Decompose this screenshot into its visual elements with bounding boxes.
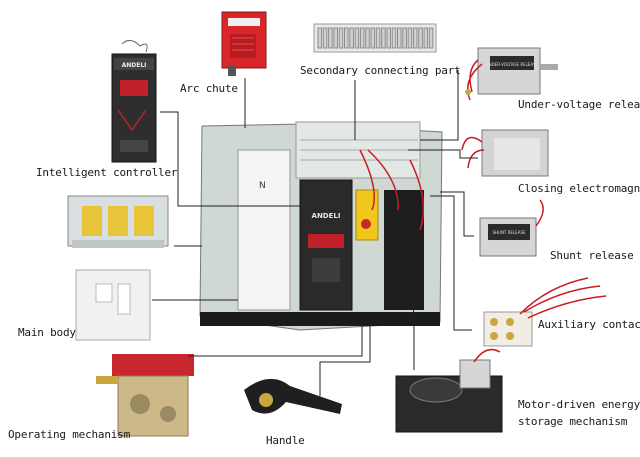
label-secondary-connecting-part: Secondary connecting part	[300, 64, 461, 77]
label-operating-mechanism: Operating mechanism	[8, 428, 131, 441]
leader-intelligent	[160, 111, 300, 207]
label-arc-chute: Arc chute	[180, 82, 238, 95]
svg-text:ANDELI: ANDELI	[312, 212, 341, 220]
leader-lines	[152, 70, 478, 396]
terminal-slot	[375, 27, 381, 49]
leader-operating	[188, 320, 363, 357]
terminal-slot	[412, 27, 418, 49]
terminal-slot	[423, 27, 429, 49]
terminal-slot	[322, 27, 328, 49]
label-under-voltage-release: Under-voltage release	[518, 98, 640, 111]
secondary-connecting-part	[313, 23, 437, 53]
motor-mechanism-part	[395, 348, 503, 433]
terminal-slot	[381, 27, 386, 49]
leader-motor	[411, 249, 415, 370]
label-main-body: Main body	[18, 326, 76, 339]
label-shunt-release: Shunt release	[550, 249, 634, 262]
label-auxiliary-contact: Auxiliary contact	[538, 318, 640, 331]
front-cover-plate	[75, 269, 151, 341]
svg-text:ANDELI: ANDELI	[122, 62, 147, 69]
auxiliary-contact-part	[483, 277, 607, 347]
svg-text:SHUNT RELEASE: SHUNT RELEASE	[492, 230, 526, 235]
terminal-slot	[391, 27, 397, 49]
terminal-slot	[333, 27, 338, 49]
terminal-slot	[365, 27, 370, 49]
terminal-slot	[317, 27, 323, 49]
terminal-slot	[349, 27, 354, 49]
terminal-slot	[418, 27, 423, 49]
mechanism-frame-part	[67, 195, 169, 248]
closing-electromagnet-part	[461, 129, 549, 177]
terminal-slot	[338, 27, 344, 49]
svg-text:UNDER-VOLTAGE RELEASE: UNDER-VOLTAGE RELEASE	[486, 62, 539, 67]
main-body-part: N ANDELI	[199, 121, 443, 331]
leader-handle	[319, 322, 371, 396]
leader-closing	[408, 149, 478, 159]
terminal-slot	[344, 27, 349, 49]
under-voltage-release-part: UNDER-VOLTAGE RELEASE	[465, 47, 558, 101]
leader-under-voltage	[420, 70, 459, 141]
terminal-slot	[328, 27, 333, 49]
label-motor-line2: storage mechanism	[518, 415, 628, 428]
terminal-slot	[397, 27, 402, 49]
terminal-slot	[354, 27, 360, 49]
label-motor-line1: Motor-driven energy	[518, 398, 640, 411]
terminal-slot	[407, 27, 413, 49]
terminal-slot	[428, 27, 434, 49]
label-handle: Handle	[266, 434, 305, 447]
label-intelligent-controller: Intelligent controller	[36, 166, 178, 179]
label-closing-electromagnet: Closing electromagnet	[518, 182, 640, 195]
svg-text:N: N	[259, 181, 266, 191]
operating-mechanism-part	[96, 354, 194, 437]
terminal-slot	[402, 27, 407, 49]
leader-shunt	[440, 191, 474, 237]
terminal-slot	[370, 27, 376, 49]
leader-auxiliary	[430, 195, 472, 331]
shunt-release-part: SHUNT RELEASE	[479, 199, 544, 257]
intelligent-controller-part: ANDELI	[111, 40, 157, 163]
terminal-slot	[359, 27, 365, 49]
arc-chute-part	[221, 11, 267, 76]
handle-part	[244, 378, 342, 414]
terminal-slot	[386, 27, 391, 49]
